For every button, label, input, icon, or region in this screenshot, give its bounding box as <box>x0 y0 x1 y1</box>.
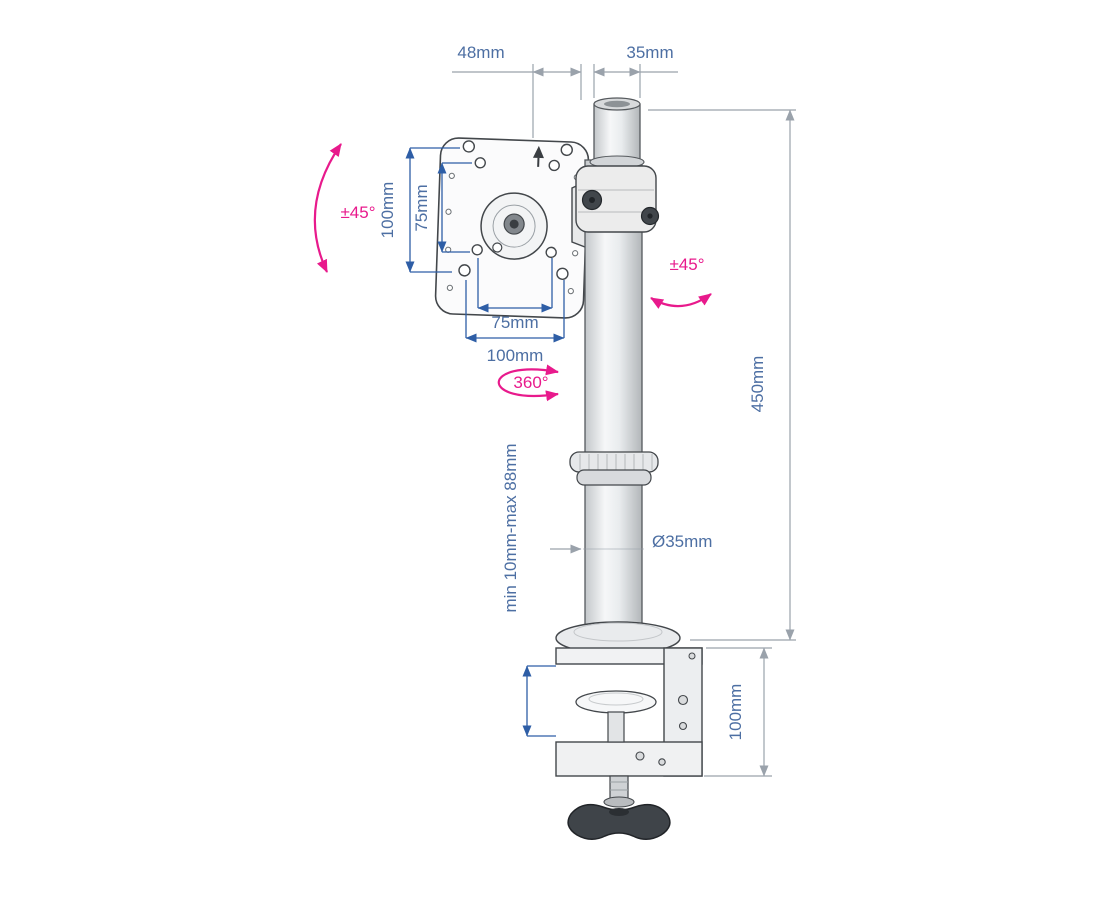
rotation-pan: 360° <box>497 364 559 402</box>
edge-hole <box>448 172 455 179</box>
dim-label-vesa-vertical-inner: 75mm <box>412 184 431 231</box>
pan-arc-arrow-icon <box>497 364 559 402</box>
pad-stem <box>607 711 625 743</box>
rotation-label-pan: 360° <box>513 373 548 392</box>
vesa-hole <box>560 143 573 157</box>
dim-vesa-vertical-inner: 75mm <box>412 162 472 253</box>
knob-center-dip <box>609 808 629 816</box>
vesa-hole <box>462 140 476 153</box>
dim-vesa-horizontal-inner: 75mm <box>477 258 553 332</box>
plate-center-pin <box>509 219 519 229</box>
vesa-plate <box>434 137 590 319</box>
vesa-hole <box>474 157 486 169</box>
height-collar <box>569 451 659 486</box>
cap-top-hole <box>604 100 630 108</box>
swivel-arc-arrow-icon <box>650 293 712 309</box>
clamp-screw-hole <box>635 751 645 761</box>
dim-label-desk-thickness: min 10mm-max 88mm <box>501 443 520 612</box>
screw-collar <box>603 796 635 808</box>
collar-knurl <box>579 454 653 470</box>
plate-small-hole <box>492 242 503 253</box>
base-disc <box>555 621 681 655</box>
rotation-label-tilt: ±45° <box>340 203 375 222</box>
dim-label-vesa-horizontal-inner: 75mm <box>491 313 538 332</box>
tilt-joint <box>575 165 660 233</box>
edge-hole <box>445 208 452 215</box>
vesa-hole <box>458 264 471 277</box>
rotation-swivel: ±45° <box>650 255 712 309</box>
tilt-arc-arrow-icon <box>313 143 342 273</box>
dim-desk-thickness: min 10mm-max 88mm <box>501 443 556 737</box>
dim-top-offset: 48mm <box>452 43 582 138</box>
collar-ring-bottom <box>576 469 652 486</box>
joint-bolt-center <box>647 213 653 219</box>
vesa-hole <box>548 159 560 172</box>
dim-label-pole-diameter: Ø35mm <box>652 532 712 551</box>
clamp-screw-hole <box>658 758 666 766</box>
rotation-tilt: ±45° <box>313 143 376 273</box>
edge-hole <box>572 250 579 257</box>
dim-vesa-horizontal-outer: 100mm <box>465 280 565 365</box>
clamp-screw-hole <box>677 694 689 706</box>
pad-top-seam <box>588 692 644 706</box>
up-arrow-icon <box>532 145 544 159</box>
dim-pole-diameter: Ø35mm <box>550 532 712 554</box>
dim-label-vesa-vertical-outer: 100mm <box>378 182 397 239</box>
edge-hole <box>567 287 574 295</box>
dim-label-pole-top-diameter: 35mm <box>626 43 673 62</box>
dim-pole-height: 450mm <box>648 109 796 641</box>
joint-collar <box>575 165 657 233</box>
dim-label-clamp-height: 100mm <box>726 684 745 741</box>
dim-pole-top-diameter: 35mm <box>593 43 678 98</box>
clamp-pressure-pad <box>575 690 657 714</box>
pole <box>584 97 645 643</box>
vesa-hole <box>556 267 569 280</box>
pole-top-cap <box>593 103 641 163</box>
rotation-label-swivel: ±45° <box>669 255 704 274</box>
vesa-hole <box>471 244 483 256</box>
collar-ring-top <box>569 451 659 473</box>
dim-label-pole-height: 450mm <box>748 356 767 413</box>
clamp-screw-hole <box>688 652 696 660</box>
clamp-screw-hole <box>678 721 688 731</box>
dim-clamp-height: 100mm <box>704 647 772 777</box>
edge-hole <box>446 284 453 291</box>
plate-center-ring-inner <box>492 204 536 248</box>
dim-vesa-vertical-outer: 100mm <box>378 147 460 273</box>
clamp-bottom-arm <box>555 741 703 777</box>
desk-clamp <box>555 647 703 840</box>
base-dome-seam <box>573 622 663 642</box>
vesa-hole <box>545 246 557 259</box>
joint-bolt-center <box>589 197 595 203</box>
dim-label-vesa-horizontal-outer: 100mm <box>487 346 544 365</box>
dim-label-top-offset: 48mm <box>457 43 504 62</box>
